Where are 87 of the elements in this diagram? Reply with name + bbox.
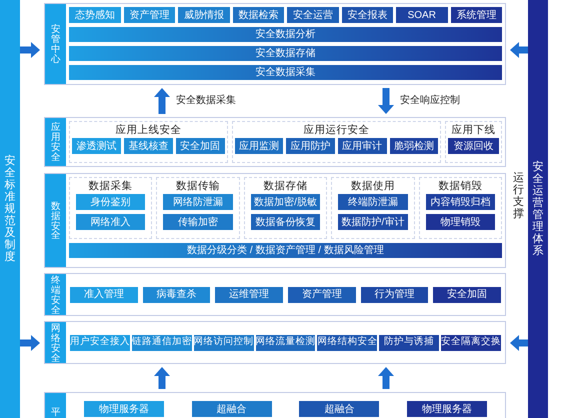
layer-panel [44, 3, 506, 85]
arrow [510, 42, 528, 58]
layer-title-strip: 网络安全 [45, 322, 66, 363]
group-frame [69, 121, 228, 163]
module-tile: SOAR [396, 7, 448, 23]
module-tile: 数据加密/脱敏 [250, 194, 320, 210]
module-tile: 安全加固 [433, 286, 502, 302]
group-heading: 应用下线 [452, 123, 496, 138]
module-tile: 安全运营 [287, 7, 338, 23]
group-frame [445, 121, 502, 163]
module-tile: 内容销毁归档 [426, 194, 495, 210]
module-tile: 数据防护/审计 [338, 214, 408, 230]
module-tile: 物理服务器 [407, 401, 488, 417]
layer-band: 安全数据采集 [69, 65, 502, 80]
side-bar: 安全标准规范及制度 [0, 0, 20, 418]
module-tile: 资源回收 [448, 138, 499, 154]
module-tile: 病毒查杀 [142, 286, 210, 302]
module-tile: 基线核查 [124, 138, 173, 154]
side-bar: 安全运营管理体系 [528, 0, 548, 418]
module-tile: 链路通信加密 [132, 334, 192, 350]
module-tile: 威胁情报 [178, 7, 230, 23]
layer-panel [44, 321, 506, 364]
arrow [20, 335, 40, 351]
group-heading: 应用运行安全 [303, 123, 370, 138]
arrow [378, 88, 394, 114]
module-tile: 应用防护 [286, 138, 335, 154]
layer-panel [44, 273, 506, 316]
group-heading: 数据存储 [263, 179, 308, 194]
module-tile: 渗透测试 [72, 138, 121, 154]
module-tile: 应用审计 [338, 138, 386, 154]
module-tile: 安全隔离交换 [441, 334, 502, 350]
module-tile: 传输加密 [163, 214, 233, 230]
group-heading: 数据销毁 [438, 179, 482, 194]
arrow [20, 42, 40, 58]
group-frame [156, 177, 240, 239]
group-frame [69, 177, 152, 239]
arrow [378, 367, 394, 389]
group-heading: 应用上线安全 [115, 123, 182, 138]
layer-title-strip: 平 [45, 393, 66, 418]
module-tile: 资产管理 [288, 286, 356, 302]
side-label: 运行支撑 [513, 172, 524, 220]
module-tile: 应用监测 [234, 138, 284, 154]
module-tile: 态势感知 [69, 7, 120, 23]
group-heading: 数据采集 [88, 179, 133, 194]
group-heading: 数据传输 [176, 179, 220, 194]
module-tile: 安全加固 [176, 138, 225, 154]
module-tile: 终端防泄漏 [338, 194, 408, 210]
arrow [510, 335, 528, 351]
edge-label: 安全数据采集 [176, 95, 236, 107]
arrow [154, 88, 170, 114]
module-tile: 网络准入 [76, 214, 146, 230]
module-tile: 资产管理 [124, 7, 175, 23]
group-frame [232, 121, 442, 163]
layer-band: 安全数据存储 [69, 46, 502, 61]
layer-title-strip: 终端安全 [45, 274, 66, 315]
group-heading: 数据使用 [350, 179, 395, 194]
module-tile: 网络防泄漏 [163, 194, 233, 210]
layer-panel [44, 117, 506, 167]
module-tile: 网络流量检测 [256, 334, 316, 350]
module-tile: 用户安全接入 [70, 334, 130, 350]
module-tile: 运维管理 [215, 286, 284, 302]
module-tile: 超融合 [299, 401, 380, 417]
module-tile: 网络访问控制 [194, 334, 254, 350]
layer-title-strip: 数据安全 [45, 174, 66, 267]
layer-band: 安全数据分析 [69, 27, 502, 42]
group-frame [331, 177, 415, 239]
module-tile: 物理销毁 [426, 214, 495, 230]
module-tile: 准入管理 [70, 286, 138, 302]
group-frame [418, 177, 502, 239]
module-tile: 系统管理 [450, 7, 502, 23]
module-tile: 超融合 [192, 401, 272, 417]
layer-panel [44, 173, 506, 268]
module-tile: 物理服务器 [84, 401, 164, 417]
layer-title-strip: 应用安全 [45, 118, 66, 166]
module-tile: 安全报表 [342, 7, 393, 23]
module-tile: 数据检索 [232, 7, 284, 23]
layer-title-strip: 安管中心 [45, 4, 66, 84]
group-frame [244, 177, 328, 239]
module-tile: 防护与诱捕 [379, 334, 440, 350]
module-tile: 身份鉴别 [76, 194, 146, 210]
layer-band: 数据分级分类 / 数据资产管理 / 数据风险管理 [69, 243, 502, 258]
module-tile: 脆弱检测 [390, 138, 438, 154]
module-tile: 数据备份恢复 [250, 214, 320, 230]
module-tile: 网络结构安全 [317, 334, 378, 350]
edge-label: 安全响应控制 [400, 95, 460, 107]
module-tile: 行为管理 [360, 286, 428, 302]
arrow [154, 367, 170, 389]
